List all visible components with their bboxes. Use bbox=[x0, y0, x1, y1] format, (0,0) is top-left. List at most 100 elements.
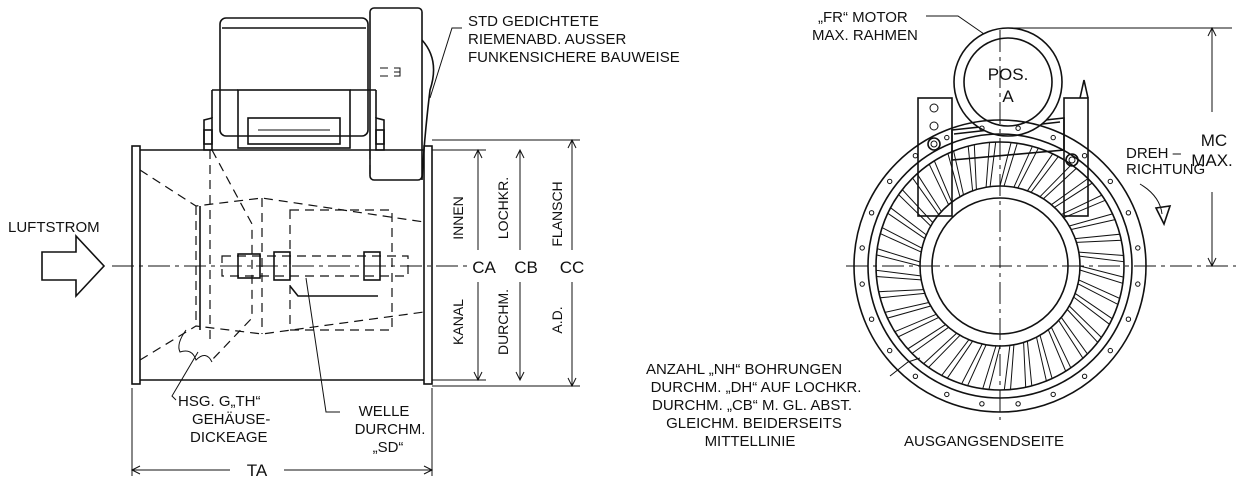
motor-leader bbox=[926, 15, 985, 35]
bolt-hole bbox=[1015, 125, 1021, 131]
side-view bbox=[41, 7, 580, 476]
bolt-hole bbox=[979, 401, 985, 407]
bolt-hole bbox=[1135, 245, 1141, 251]
motor-end bbox=[917, 27, 1089, 217]
fan-blade bbox=[911, 173, 942, 215]
fan-blade bbox=[1039, 163, 1078, 200]
pos-label-2: A bbox=[1002, 87, 1014, 106]
bolt-hole bbox=[912, 373, 919, 379]
fan-blade bbox=[1073, 292, 1113, 326]
bolt-hole bbox=[868, 210, 875, 216]
fan-blade bbox=[907, 324, 949, 355]
fan-blade bbox=[878, 289, 925, 299]
housing-leader bbox=[171, 351, 199, 401]
bolt-hole bbox=[1125, 210, 1132, 216]
fan-blade bbox=[1013, 145, 1040, 189]
shaft-leader bbox=[305, 277, 340, 413]
bolt-hole bbox=[887, 178, 893, 185]
airflow-label: LUFTSTROM bbox=[8, 219, 100, 236]
shaft-label-3: „SD“ bbox=[373, 439, 404, 456]
bolt-hole bbox=[1125, 316, 1132, 322]
bolt-hole bbox=[1050, 134, 1056, 141]
ta-dimension bbox=[130, 388, 434, 476]
holes-label-1: ANZAHL „NH“ BOHRUNGEN bbox=[646, 361, 842, 378]
cc-label: CC bbox=[560, 258, 585, 277]
bolt-hole bbox=[979, 125, 985, 131]
vertical-dimensions bbox=[432, 138, 580, 388]
shaft-label-2: DURCHM. bbox=[355, 421, 426, 438]
motor-label-1: „FR“ MOTOR bbox=[818, 9, 908, 26]
fan-blade bbox=[1066, 305, 1103, 344]
flansch-label: FLANSCH bbox=[549, 181, 565, 246]
fan-blade bbox=[875, 248, 921, 267]
fan-blade bbox=[982, 345, 1001, 391]
holes-label-3: DURCHM. „CB“ M. GL. ABST. bbox=[652, 397, 852, 414]
fan-blade bbox=[875, 269, 922, 281]
motor-side bbox=[203, 17, 385, 151]
fan-blade bbox=[999, 141, 1018, 187]
end-view bbox=[846, 15, 1236, 420]
fan-blade bbox=[947, 150, 964, 197]
bolt-hole bbox=[859, 245, 865, 251]
kanal-label: KANAL bbox=[450, 299, 466, 345]
fan-blade bbox=[894, 313, 939, 338]
fan-blade bbox=[1061, 194, 1106, 219]
fan-blade bbox=[1079, 265, 1125, 284]
fan-blade bbox=[887, 206, 927, 240]
housing-label-2: GEHÄUSE- bbox=[192, 411, 270, 428]
ta-label: TA bbox=[247, 461, 268, 480]
bolt-hole bbox=[1081, 153, 1088, 159]
rotation-label-2: RICHTUNG bbox=[1126, 161, 1205, 178]
lochkr-label: LOCHKR. bbox=[495, 177, 511, 239]
std-cover-label-1: STD GEDICHTETE bbox=[468, 13, 599, 30]
rotation-arrow bbox=[1139, 183, 1163, 215]
ca-label: CA bbox=[472, 258, 496, 277]
rotation-arrowhead bbox=[1154, 205, 1172, 227]
std-cover-label-2: RIEMENABD. AUSSER bbox=[468, 31, 627, 48]
pos-label-1: POS. bbox=[988, 65, 1029, 84]
shaft-label-1: WELLE bbox=[359, 403, 410, 420]
fan-blade bbox=[1051, 177, 1093, 208]
bolt-hole bbox=[1107, 178, 1114, 185]
fan-blade bbox=[967, 144, 977, 191]
fan-blades bbox=[875, 141, 1125, 391]
fan-blade bbox=[1003, 344, 1015, 391]
rotation-label-1: DREH – bbox=[1126, 145, 1182, 162]
motor-circle bbox=[953, 27, 1063, 137]
fan-blade bbox=[922, 332, 961, 369]
fan-blade bbox=[1077, 279, 1121, 306]
ad-label: A.D. bbox=[549, 306, 565, 333]
housing-label-3: DICKEAGE bbox=[190, 429, 268, 446]
fan-blade bbox=[1026, 153, 1060, 193]
mc-dimension bbox=[1012, 26, 1232, 268]
holes-label-2: DURCHM. „DH“ AUF LOCHKR. bbox=[651, 379, 862, 396]
innen-label: INNEN bbox=[450, 196, 466, 240]
motor-label-2: MAX. RAHMEN bbox=[812, 27, 918, 44]
bolt-hole bbox=[1050, 391, 1056, 398]
fan-blade bbox=[879, 226, 923, 253]
mc-label-2: MAX. bbox=[1191, 151, 1233, 170]
fan-blade bbox=[985, 141, 997, 188]
housing-label-1: HSG. G„TH“ bbox=[178, 393, 261, 410]
holes-label-5: MITTELLINIE bbox=[705, 433, 796, 450]
fan-blade bbox=[1069, 213, 1116, 230]
std-cover-leader bbox=[429, 27, 462, 99]
outlet-end-label: AUSGANGSENDSEITE bbox=[904, 433, 1064, 450]
fan-housing bbox=[131, 145, 433, 385]
fan-blade bbox=[960, 343, 987, 387]
bolt-hole bbox=[859, 281, 865, 287]
airflow-arrow bbox=[41, 233, 106, 299]
bolt-hole bbox=[1015, 401, 1021, 407]
fan-blade bbox=[884, 302, 931, 319]
fan-blade bbox=[897, 188, 934, 227]
bolt-hole bbox=[1135, 281, 1141, 287]
bolt-hole bbox=[887, 347, 893, 354]
bolt-hole bbox=[912, 153, 919, 159]
std-cover-label-3: FUNKENSICHERE BAUWEISE bbox=[468, 49, 680, 66]
holes-label-4: GLEICHM. BEIDERSEITS bbox=[666, 415, 842, 432]
fan-blade bbox=[928, 160, 953, 205]
cb-label: CB bbox=[514, 258, 538, 277]
bolt-hole bbox=[1081, 373, 1088, 379]
bolt-hole bbox=[944, 134, 950, 141]
